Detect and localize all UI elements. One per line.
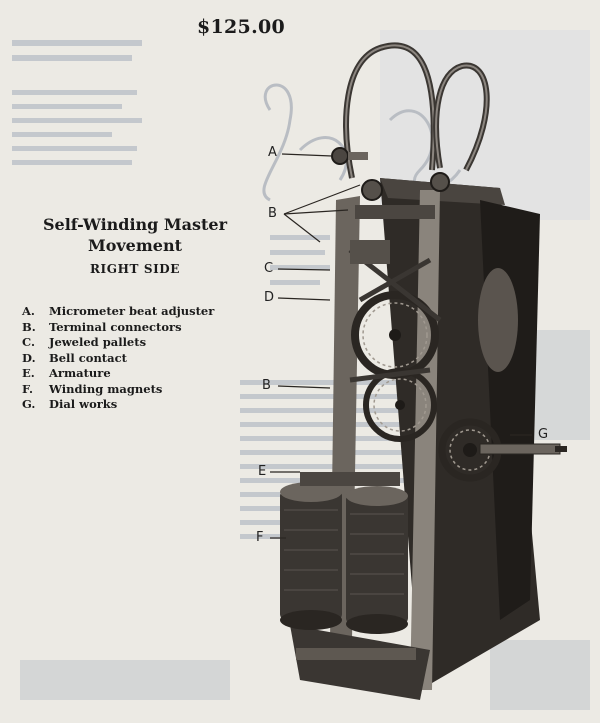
callout-f: F <box>256 530 264 545</box>
legend-key: C. <box>22 335 35 349</box>
legend-item: A. Micrometer beat adjuster <box>22 304 214 320</box>
legend-key: G. <box>22 397 36 411</box>
legend-text: Winding magnets <box>49 381 163 396</box>
legend-text: Jeweled pallets <box>49 335 147 349</box>
callout-b-mid: B <box>262 378 271 393</box>
legend-item: C. Jeweled pallets <box>22 335 214 351</box>
caption-title-line2: Movement <box>88 236 182 255</box>
legend-item: F. Winding magnets <box>22 382 214 398</box>
legend-text: Dial works <box>49 397 118 411</box>
legend-text: Micrometer beat adjuster <box>49 304 215 318</box>
legend-item: G. Dial works <box>22 397 214 413</box>
parts-legend: A. Micrometer beat adjuster B. Terminal co… <box>22 304 214 413</box>
legend-item: D. Bell contact <box>22 351 214 367</box>
legend-key: B. <box>22 319 36 334</box>
legend-text: Bell contact <box>49 350 127 365</box>
callout-g: G <box>538 427 549 442</box>
legend-item: E. Armature <box>22 366 214 382</box>
callout-d: D <box>264 290 275 305</box>
price: $125.00 <box>197 16 286 38</box>
legend-key: D. <box>22 350 36 365</box>
callout-b-top: B <box>268 206 277 221</box>
legend-text: Armature <box>49 366 111 380</box>
legend-text: Terminal connectors <box>49 319 182 334</box>
caption-subtitle: RIGHT SIDE <box>89 262 181 276</box>
callout-e: E <box>258 464 267 479</box>
caption-title-line1: Self-Winding Master <box>42 215 228 234</box>
gear-train <box>348 172 502 482</box>
winding-magnets <box>280 472 408 634</box>
callout-a: A <box>268 145 277 160</box>
legend-key: A. <box>22 304 35 318</box>
legend-key: E. <box>22 366 35 380</box>
caption-title: Self-Winding Master Movement <box>20 214 250 256</box>
legend-key: F. <box>22 381 34 396</box>
callout-c: C <box>264 261 274 276</box>
legend-item: B. Terminal connectors <box>22 320 214 336</box>
